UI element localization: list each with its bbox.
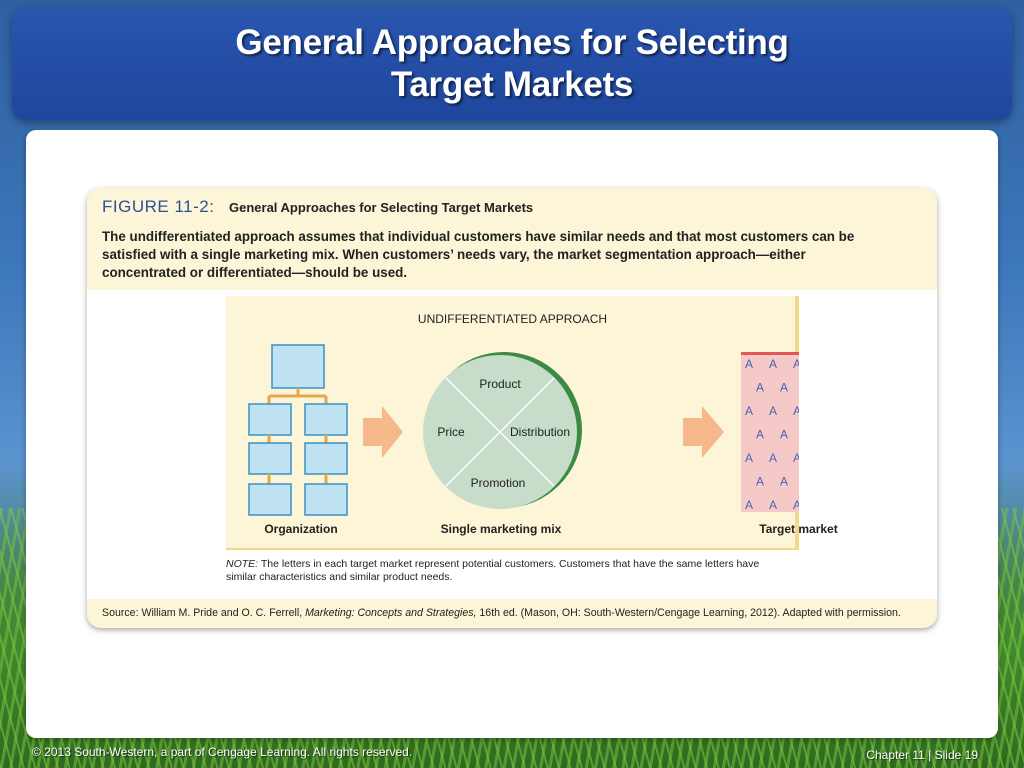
mix-divider xyxy=(445,377,555,487)
footer-slide-info: Chapter 11 | Slide 19 xyxy=(866,748,978,762)
mix-segment-promotion: Promotion xyxy=(471,476,526,490)
market-letter: A xyxy=(756,381,764,395)
market-letter: A xyxy=(745,357,753,371)
note-label: NOTE: xyxy=(226,558,259,570)
org-box xyxy=(248,442,292,475)
source-book: Marketing: Concepts and Strategies, xyxy=(305,607,477,619)
target-market-block: AAAAAAAAAAAAAAAAAAAAAAAAAAAAAAAAAAA xyxy=(741,352,799,512)
market-fill xyxy=(741,354,799,512)
footer-copyright: © 2013 South-Western, a part of Cengage … xyxy=(32,745,413,759)
market-letter: A xyxy=(793,357,799,371)
arrow-to-mix xyxy=(363,406,403,458)
figure-note: NOTE: The letters in each target market … xyxy=(226,558,786,584)
figure-source: Source: William M. Pride and O. C. Ferre… xyxy=(87,599,937,628)
diagram-panel: UNDIFFERENTIATED APPROACH xyxy=(226,296,838,550)
source-suffix: 16th ed. (Mason, OH: South-Western/Cenga… xyxy=(476,607,901,619)
market-letters: AAAAAAAAAAAAAAAAAAAAAAAAAAAAAAAAAAA xyxy=(745,357,799,512)
slide-title-line-1: General Approaches for Selecting xyxy=(235,23,789,62)
market-letter: A xyxy=(793,498,799,512)
slide-title-line-2: Target Markets xyxy=(390,65,634,104)
market-letter: A xyxy=(745,498,753,512)
source-prefix: Source: William M. Pride and O. C. Ferre… xyxy=(102,607,306,619)
figure-label: FIGURE 11-2: xyxy=(102,197,215,216)
figure-title: General Approaches for Selecting Target … xyxy=(229,200,534,215)
diagram-title: UNDIFFERENTIATED APPROACH xyxy=(417,312,608,326)
market-letter: A xyxy=(793,404,799,418)
figure-description: The undifferentiated approach assumes th… xyxy=(102,229,855,280)
org-box xyxy=(304,442,348,475)
market-letter: A xyxy=(769,451,777,465)
org-box xyxy=(304,403,348,436)
note-text: The letters in each target market repres… xyxy=(226,558,760,583)
slide-title-bar: General Approaches for Selecting Target … xyxy=(12,8,1012,120)
organization-chart xyxy=(248,344,348,516)
footer-chapter: Chapter 11 xyxy=(866,748,925,762)
org-box xyxy=(304,483,348,516)
org-top-box xyxy=(271,344,325,389)
market-top-border xyxy=(741,352,799,355)
market-letter: A xyxy=(793,451,799,465)
figure-header: FIGURE 11-2: General Approaches for Sele… xyxy=(87,188,937,290)
caption-mix: Single marketing mix xyxy=(440,522,562,536)
figure-card: FIGURE 11-2: General Approaches for Sele… xyxy=(87,188,937,628)
market-letter: A xyxy=(780,475,788,489)
market-letter: A xyxy=(745,451,753,465)
caption-organization: Organization xyxy=(264,522,338,536)
arrow-to-market xyxy=(683,406,724,458)
mix-segment-product: Product xyxy=(479,377,521,391)
market-letter: A xyxy=(756,475,764,489)
market-letter: A xyxy=(769,404,777,418)
caption-market: Target market xyxy=(759,522,838,536)
market-letter: A xyxy=(756,428,764,442)
market-letter: A xyxy=(780,381,788,395)
mix-segment-distribution: Distribution xyxy=(510,425,570,439)
market-letter: A xyxy=(769,498,777,512)
org-box xyxy=(248,483,292,516)
mix-segment-price: Price xyxy=(437,425,465,439)
footer-slide-number: Slide 19 xyxy=(934,748,978,762)
marketing-mix-circle: Product Price Distribution Promotion xyxy=(423,352,582,509)
market-letter: A xyxy=(745,404,753,418)
market-letter: A xyxy=(780,428,788,442)
market-letter: A xyxy=(769,357,777,371)
org-box xyxy=(248,403,292,436)
